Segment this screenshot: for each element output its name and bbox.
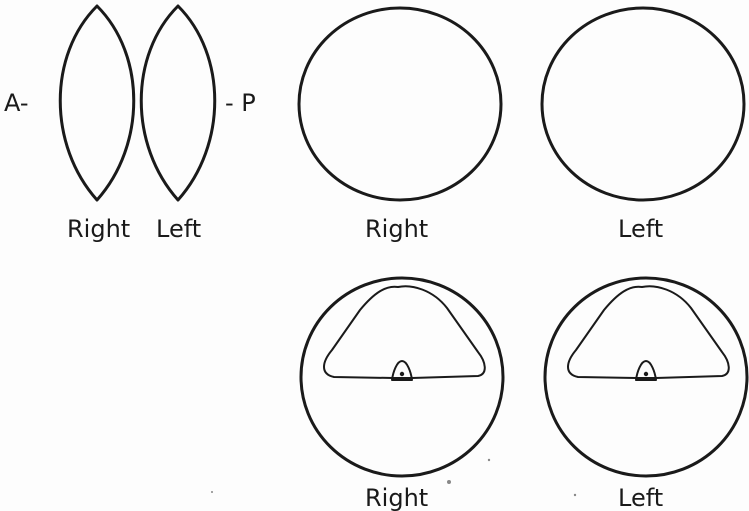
left-lens-side-view xyxy=(141,6,215,200)
front-view-clear-group: Right Left xyxy=(299,8,744,243)
left-lens-opacity-outline xyxy=(568,286,729,378)
right-lens-opacity-outline xyxy=(324,286,485,378)
front-view-left-label: Left xyxy=(618,215,663,243)
side-view-group: A- - P Right Left xyxy=(4,6,256,243)
right-lens-side-view xyxy=(60,6,134,200)
left-lens-front-view xyxy=(542,8,744,200)
posterior-marker: - P xyxy=(225,89,256,117)
side-view-right-label: Right xyxy=(67,215,130,243)
front-view-right-label: Right xyxy=(365,215,428,243)
side-view-left-label: Left xyxy=(156,215,201,243)
right-lens-front-view xyxy=(299,8,501,200)
anterior-marker: A- xyxy=(4,89,29,117)
opacity-view-right-label: Right xyxy=(365,484,428,511)
right-lens-central-dot xyxy=(400,372,404,376)
front-view-opacity-group: Right Left xyxy=(301,278,747,511)
left-lens-central-dot xyxy=(644,372,648,376)
opacity-view-left-label: Left xyxy=(618,484,663,511)
